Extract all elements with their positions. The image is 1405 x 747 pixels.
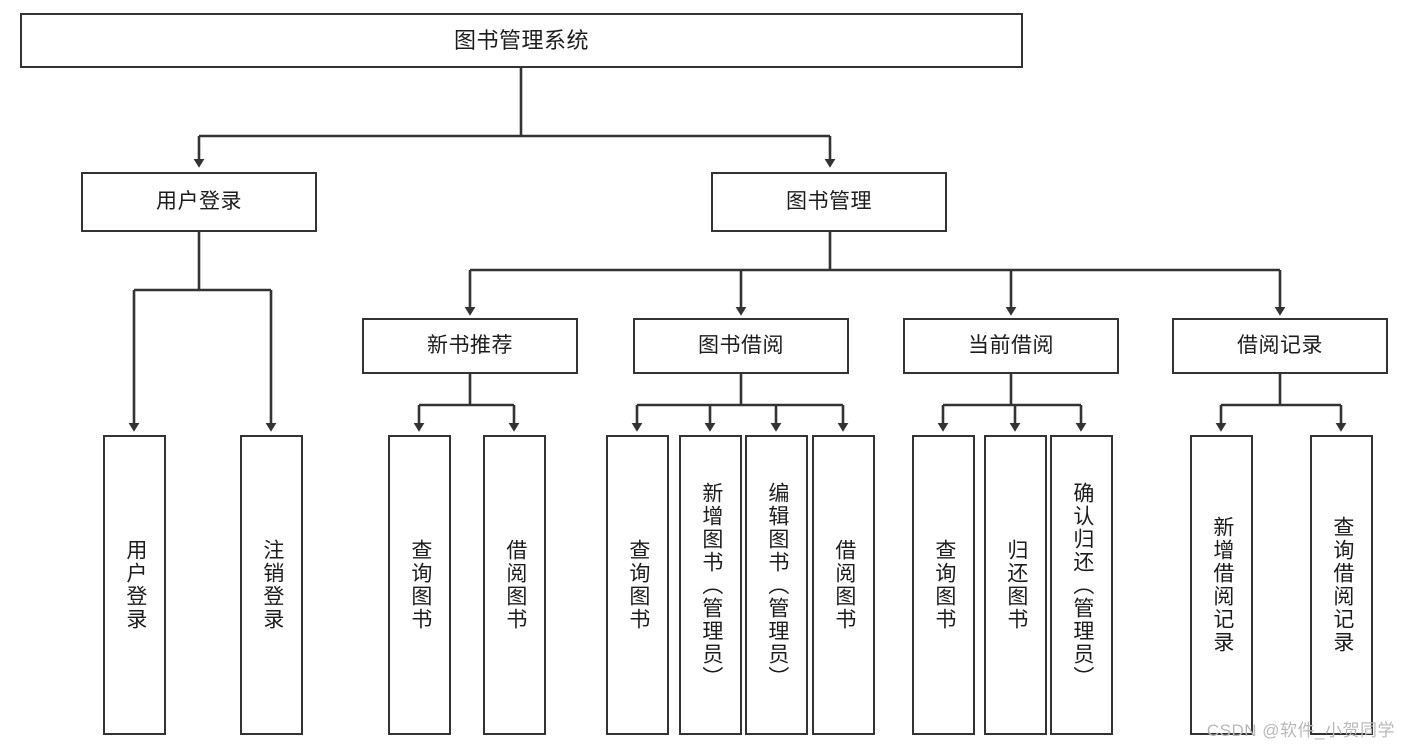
node-book-borrow-label: 图书借阅 (698, 333, 784, 357)
leaf-query-book-2[interactable]: 查询图书 (606, 435, 669, 735)
node-book-manage-label: 图书管理 (786, 189, 872, 213)
csdn-watermark: CSDN @软件_小贺同学 (1206, 721, 1395, 740)
leaf-user-login[interactable]: 用户登录 (103, 435, 166, 735)
leaf-query-book-1[interactable]: 查询图书 (388, 435, 451, 735)
leaf-add-book-label: 新增图书（管理员） (699, 481, 723, 689)
node-user-login-label: 用户登录 (156, 189, 242, 213)
leaf-edit-book[interactable]: 编辑图书（管理员） (745, 435, 808, 735)
leaf-return-book[interactable]: 归还图书 (984, 435, 1047, 735)
node-root[interactable]: 图书管理系统 (20, 13, 1023, 68)
leaf-query-record[interactable]: 查询借阅记录 (1310, 435, 1373, 735)
leaf-confirm-return-label: 确认归还（管理员） (1070, 481, 1094, 689)
leaf-edit-book-label: 编辑图书（管理员） (765, 481, 789, 689)
leaf-borrow-book-2[interactable]: 借阅图书 (812, 435, 875, 735)
node-book-borrow[interactable]: 图书借阅 (633, 318, 849, 374)
leaf-user-login-label: 用户登录 (123, 539, 147, 631)
leaf-query-record-label: 查询借阅记录 (1330, 516, 1354, 654)
leaf-query-book-1-label: 查询图书 (408, 539, 432, 631)
node-new-book-recommend[interactable]: 新书推荐 (362, 318, 578, 374)
leaf-add-book[interactable]: 新增图书（管理员） (679, 435, 742, 735)
leaf-query-book-3[interactable]: 查询图书 (912, 435, 975, 735)
leaf-borrow-book-1-label: 借阅图书 (503, 539, 527, 631)
node-current-borrow-label: 当前借阅 (968, 333, 1054, 357)
leaf-user-logout-label: 注销登录 (260, 539, 284, 631)
leaf-return-book-label: 归还图书 (1004, 539, 1028, 631)
leaf-query-book-3-label: 查询图书 (932, 539, 956, 631)
node-root-label: 图书管理系统 (453, 27, 589, 53)
node-user-login[interactable]: 用户登录 (81, 172, 317, 232)
leaf-user-logout[interactable]: 注销登录 (240, 435, 303, 735)
node-new-book-recommend-label: 新书推荐 (427, 333, 513, 357)
leaf-query-book-2-label: 查询图书 (626, 539, 650, 631)
leaf-borrow-book-2-label: 借阅图书 (832, 539, 856, 631)
node-borrow-record-label: 借阅记录 (1237, 333, 1323, 357)
node-current-borrow[interactable]: 当前借阅 (903, 318, 1119, 374)
leaf-add-record-label: 新增借阅记录 (1210, 516, 1234, 654)
node-book-manage[interactable]: 图书管理 (711, 172, 947, 232)
node-borrow-record[interactable]: 借阅记录 (1172, 318, 1388, 374)
leaf-add-record[interactable]: 新增借阅记录 (1190, 435, 1253, 735)
leaf-confirm-return[interactable]: 确认归还（管理员） (1050, 435, 1113, 735)
leaf-borrow-book-1[interactable]: 借阅图书 (483, 435, 546, 735)
